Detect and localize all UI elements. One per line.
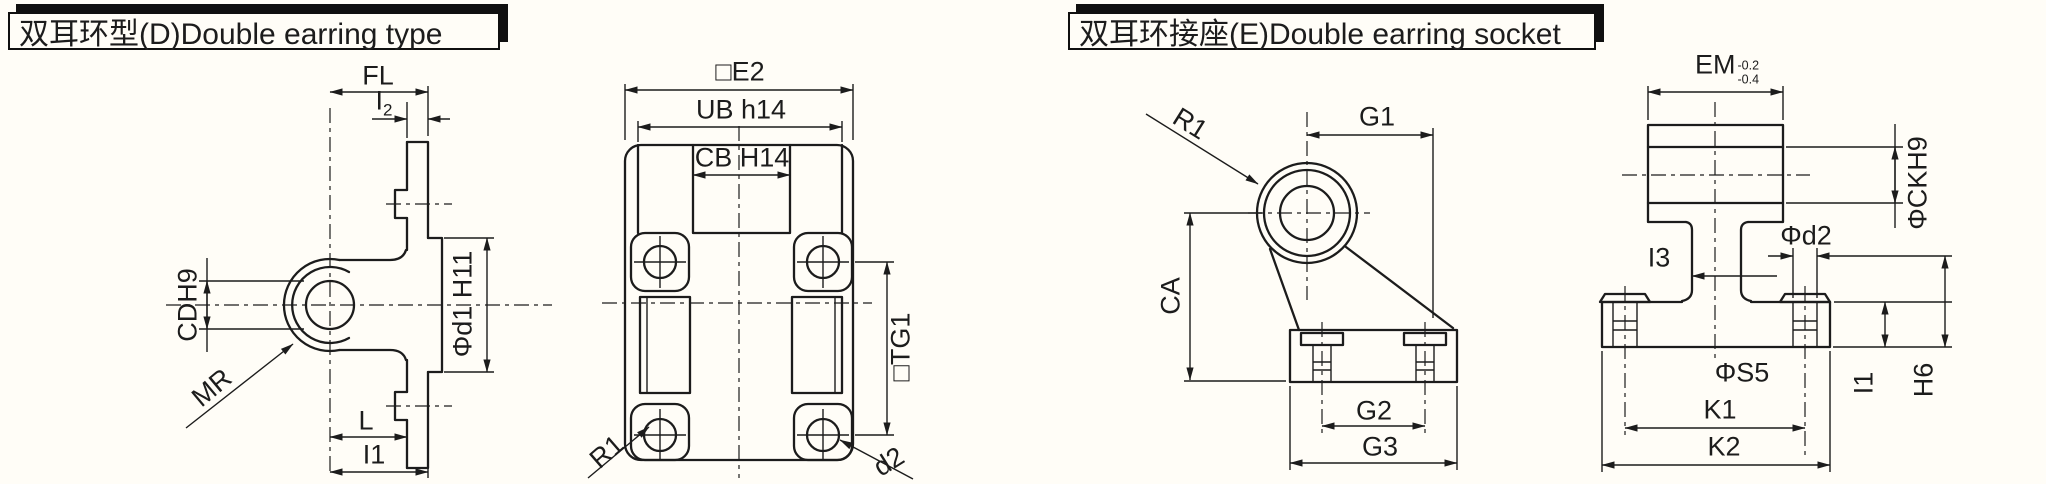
- dim-label-ckh9: ΦCKH9: [1902, 136, 1933, 230]
- dim-label-l: L: [358, 405, 374, 436]
- left-title-box: 双耳环型(D)Double earring type: [8, 4, 508, 51]
- dim-label-s5: ΦS5: [1714, 357, 1770, 388]
- dim-label-i1-left: I1: [362, 439, 386, 470]
- dim-label-i1-socket: I1: [1848, 371, 1879, 395]
- dim-label-cdh9: CDH9: [172, 268, 203, 342]
- dim-label-i3: I3: [1647, 242, 1671, 273]
- dim-label-k1: K1: [1703, 394, 1737, 425]
- dim-label-d1h11: Φd1 H11: [447, 250, 478, 358]
- dim-label-g1: G1: [1358, 101, 1396, 132]
- dim-label-fl: FL: [362, 60, 394, 91]
- em-tolerance: -0.2-0.4: [1737, 58, 1760, 86]
- view-earring-side: [166, 86, 552, 478]
- view-earring-front: [587, 84, 914, 480]
- dim-label-ub: UB h14: [695, 94, 787, 125]
- view-socket-front: [1598, 86, 1952, 472]
- dim-label-g3: G3: [1361, 431, 1399, 462]
- dim-label-g2: G2: [1355, 395, 1393, 426]
- dim-label-e2: □E2: [715, 56, 765, 87]
- dim-label-h6: H6: [1908, 362, 1939, 398]
- right-title-frame: 双耳环接座(E)Double earring socket: [1068, 12, 1596, 51]
- right-title-text: 双耳环接座(E)Double earring socket: [1079, 18, 1561, 51]
- dim-label-i2: I2: [375, 85, 393, 120]
- left-title-text: 双耳环型(D)Double earring type: [19, 18, 443, 51]
- dim-label-tg1: □TG1: [885, 312, 916, 382]
- dim-label-d2-socket: Φd2: [1780, 220, 1832, 251]
- view-socket-side: [1145, 112, 1459, 470]
- dim-label-k2: K2: [1707, 431, 1741, 462]
- dim-label-cb: CB H14: [694, 142, 790, 173]
- dim-label-em: EM-0.2-0.4: [1694, 49, 1760, 86]
- right-title-box: 双耳环接座(E)Double earring socket: [1068, 4, 1604, 51]
- dim-label-ca: CA: [1155, 277, 1186, 315]
- left-title-frame: 双耳环型(D)Double earring type: [8, 12, 500, 51]
